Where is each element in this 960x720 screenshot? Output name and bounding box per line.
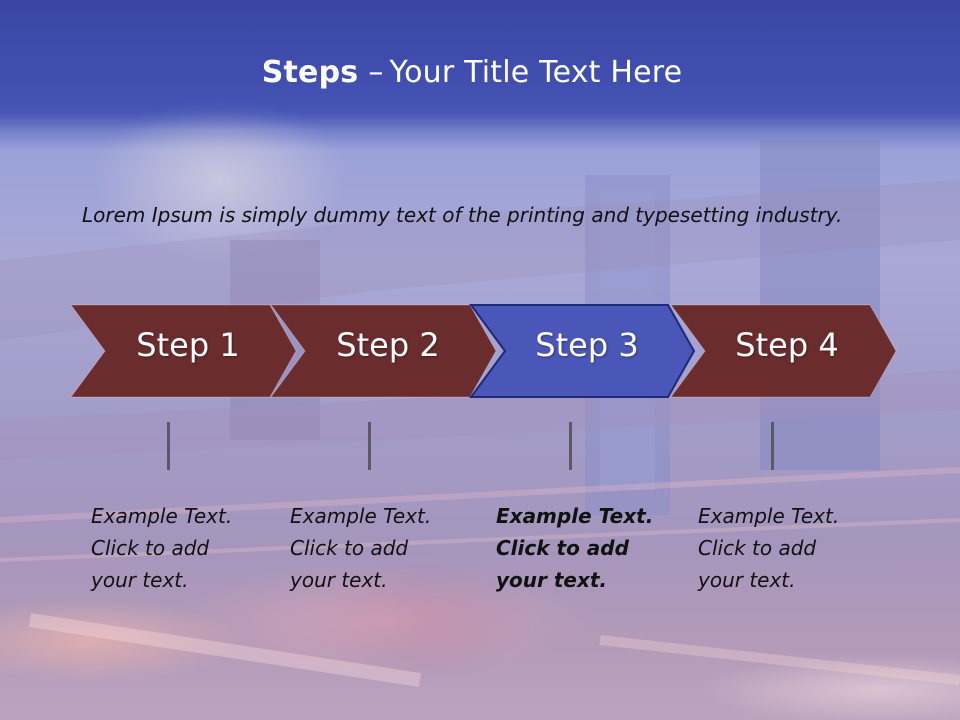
step-arrows — [70, 304, 897, 398]
step-1-arrow[interactable] — [70, 304, 297, 398]
step-2-label: Step 2 — [336, 326, 440, 364]
step-3-desc-line: Example Text. — [496, 504, 654, 528]
step-3-arrow[interactable] — [469, 304, 696, 398]
step-2-desc-line: Click to add — [290, 536, 409, 560]
step-1-desc-line: Example Text. — [91, 504, 233, 528]
step-3-desc-line: Click to add — [496, 536, 629, 560]
step-1-connector — [167, 422, 170, 470]
step-4-arrow[interactable] — [670, 304, 897, 398]
step-1-desc-line: Click to add — [91, 536, 210, 560]
step-4-description[interactable]: Example Text. Click to add your text. — [698, 500, 873, 596]
step-3-desc-line: your text. — [496, 568, 608, 592]
step-3-description[interactable]: Example Text. Click to add your text. — [496, 500, 671, 596]
step-4-desc-line: your text. — [698, 568, 796, 592]
title-separator: – — [368, 55, 384, 90]
step-2-desc-line: your text. — [290, 568, 388, 592]
step-2-description[interactable]: Example Text. Click to add your text. — [290, 500, 465, 596]
step-2-connector — [368, 422, 371, 470]
step-4-desc-line: Example Text. — [698, 504, 840, 528]
lead-paragraph[interactable]: Lorem Ipsum is simply dummy text of the … — [82, 203, 843, 227]
step-1-label: Step 1 — [136, 326, 240, 364]
step-4-connector — [771, 422, 774, 470]
step-4-desc-line: Click to add — [698, 536, 817, 560]
title-bold: Steps — [261, 55, 359, 90]
step-1-description[interactable]: Example Text. Click to add your text. — [91, 500, 266, 596]
step-3-connector — [569, 422, 572, 470]
slide-title[interactable]: Steps–Your Title Text Here — [0, 55, 944, 90]
step-4-label: Step 4 — [735, 326, 839, 364]
step-1-desc-line: your text. — [91, 568, 189, 592]
step-2-desc-line: Example Text. — [290, 504, 432, 528]
title-rest: Your Title Text Here — [389, 55, 683, 90]
step-3-label: Step 3 — [535, 326, 639, 364]
